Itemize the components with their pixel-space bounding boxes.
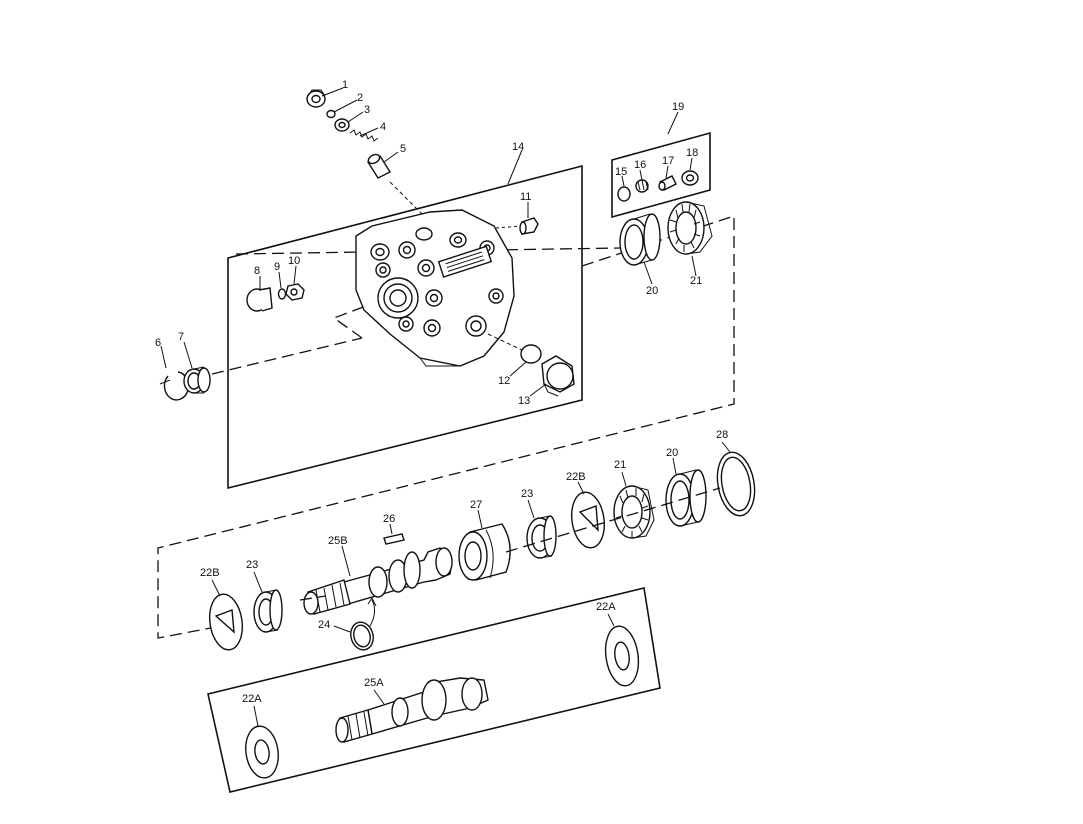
part-25b-shaft <box>303 547 453 615</box>
callout-20-upper: 20 <box>646 285 658 297</box>
part-22a-washer-right <box>604 625 640 687</box>
part-20-bearing-cup-upper <box>619 213 661 266</box>
part-12-ball <box>487 333 542 364</box>
part-11-plug <box>495 217 539 235</box>
callout-6: 6 <box>155 337 161 349</box>
part-10-fitting <box>285 283 305 301</box>
part-1-cap-nut <box>306 89 326 108</box>
kit-22a-frame <box>207 587 661 793</box>
callout-25a: 25A <box>364 677 384 689</box>
part-24-oring <box>350 597 377 651</box>
part-28-ring <box>716 451 756 517</box>
callout-1: 1 <box>342 79 348 91</box>
callout-labels: 1 2 3 4 5 14 11 8 9 10 12 13 6 7 19 15 1… <box>155 79 728 705</box>
part-23-seal-right <box>526 515 557 559</box>
part-13-plug <box>541 355 575 397</box>
part-22a-washer-left <box>245 725 279 779</box>
housing-assembly-frame <box>227 164 583 490</box>
part-23-seal-left <box>253 589 283 633</box>
callout-12: 12 <box>498 375 510 387</box>
callout-23-right: 23 <box>521 488 533 500</box>
shaft-axis-offset-dash <box>332 305 367 339</box>
callout-25b: 25B <box>328 535 348 547</box>
callout-15: 15 <box>615 166 627 178</box>
callout-23-left: 23 <box>246 559 258 571</box>
callout-19: 19 <box>672 101 684 113</box>
callout-11: 11 <box>520 191 531 203</box>
part-8-plug <box>246 287 273 312</box>
callout-17: 17 <box>662 155 674 167</box>
callout-4: 4 <box>380 121 386 133</box>
part-17-poppet <box>658 175 677 191</box>
shaft-axis-dash-upper <box>211 337 363 375</box>
callout-3: 3 <box>364 104 370 116</box>
callout-14: 14 <box>512 141 524 153</box>
part-2-washer <box>326 109 336 119</box>
callout-2: 2 <box>357 92 363 104</box>
callout-8: 8 <box>254 265 260 277</box>
callout-28: 28 <box>716 429 728 441</box>
part-15-washer <box>617 186 631 202</box>
callout-20-lower: 20 <box>666 447 678 459</box>
part-21-bearing-cone-upper <box>667 201 713 255</box>
callout-22a-right: 22A <box>596 601 616 613</box>
callout-9: 9 <box>274 261 280 273</box>
part-26-key <box>383 533 405 545</box>
shaft-axis-dash-right <box>505 487 721 553</box>
part-9-oring <box>277 288 287 300</box>
callout-22a-left: 22A <box>242 693 262 705</box>
part-27-sleeve <box>458 523 511 581</box>
callout-18: 18 <box>686 147 698 159</box>
callout-26: 26 <box>383 513 395 525</box>
callout-27: 27 <box>470 499 482 511</box>
callout-22b-left: 22B <box>200 567 220 579</box>
callout-22b-right: 22B <box>566 471 586 483</box>
callout-7: 7 <box>178 331 184 343</box>
callout-5: 5 <box>400 143 406 155</box>
callout-10: 10 <box>288 255 300 267</box>
part-3-seat <box>334 118 350 132</box>
part-22b-thrust-washer-right <box>570 491 606 549</box>
part-5-plunger <box>366 153 392 179</box>
part-14-pump-housing <box>355 209 515 367</box>
leader-lines <box>160 87 731 727</box>
shaft-axis-dash-lower <box>299 595 327 601</box>
part-25a-shaft <box>335 677 489 743</box>
part-22b-thrust-washer-left <box>208 593 244 651</box>
callout-16: 16 <box>634 159 646 171</box>
callout-21-upper: 21 <box>690 275 702 287</box>
part-4-spring <box>349 129 379 142</box>
part-21-bearing-cone-lower <box>613 485 655 539</box>
callout-24: 24 <box>318 619 330 631</box>
part-18-plug <box>681 170 699 186</box>
part-7-seal <box>183 366 211 394</box>
callout-13: 13 <box>518 395 530 407</box>
part-16-spring <box>635 179 649 193</box>
kit-19-frame <box>611 131 711 219</box>
callout-21-lower: 21 <box>614 459 626 471</box>
